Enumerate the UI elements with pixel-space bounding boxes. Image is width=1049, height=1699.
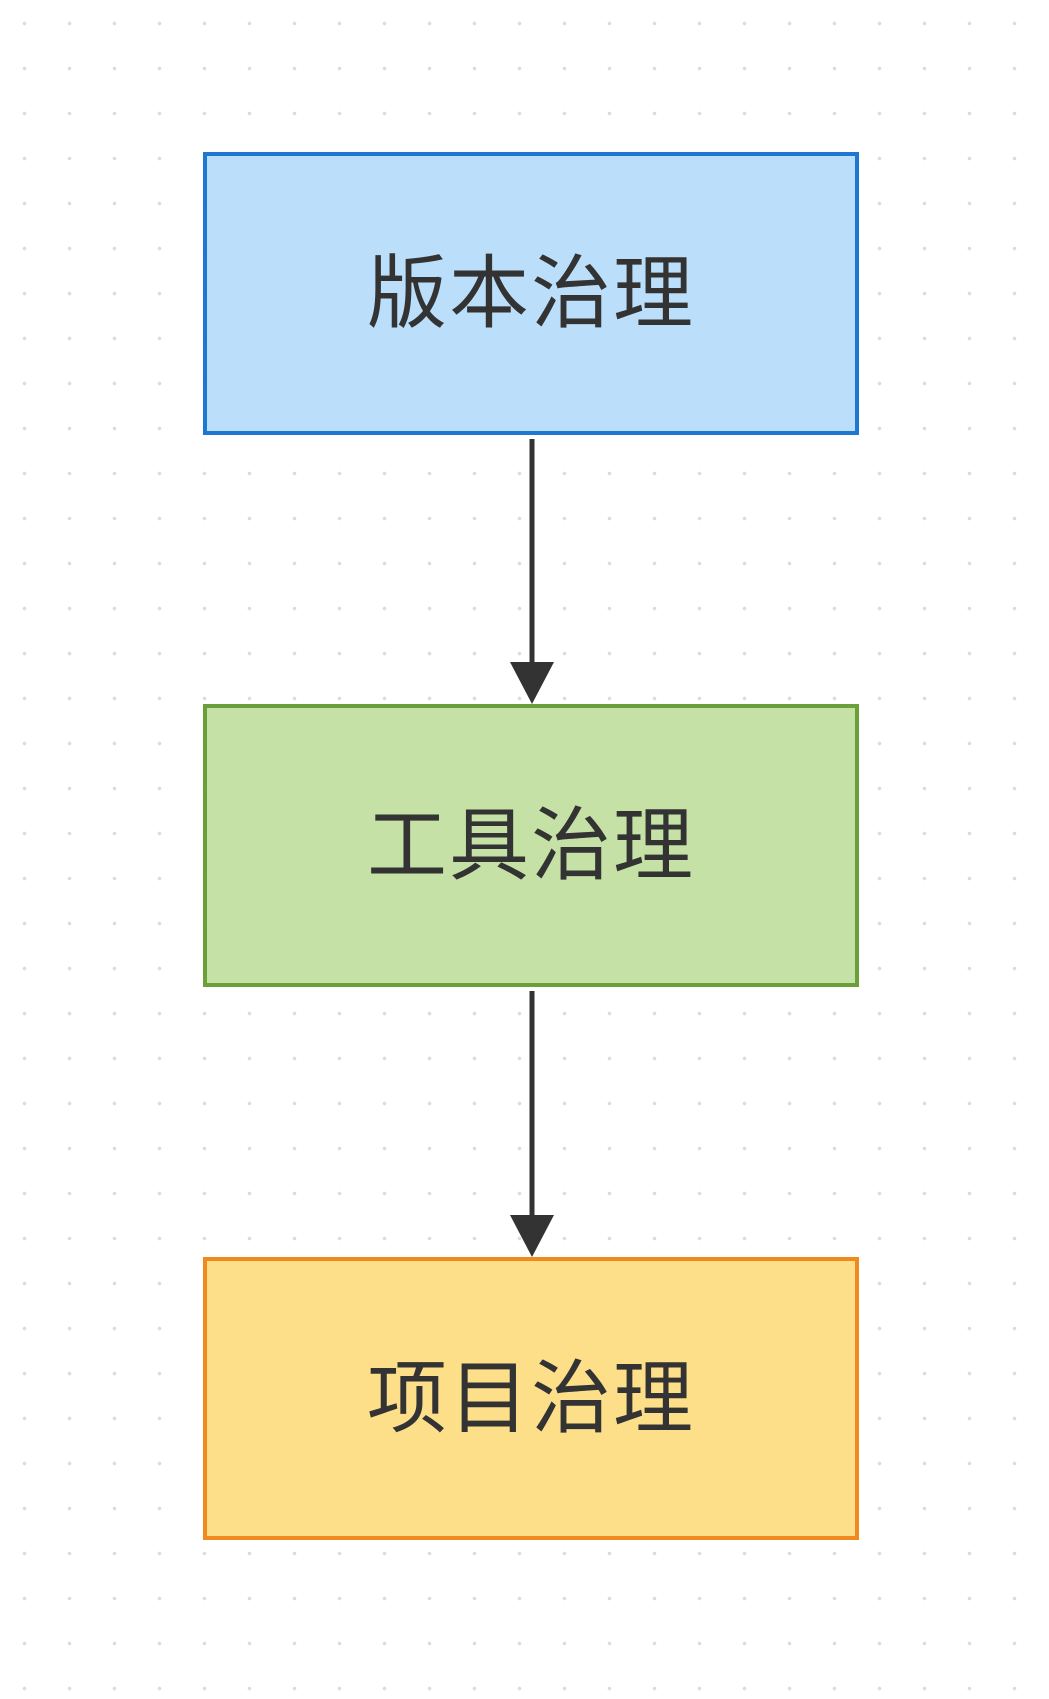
edge-tool-to-project (510, 991, 554, 1257)
node-version-governance-label: 版本治理 (367, 246, 695, 340)
edge-version-to-tool (510, 439, 554, 704)
node-project-governance-label: 项目治理 (367, 1351, 695, 1445)
node-tool-governance: 工具治理 (203, 704, 859, 987)
node-project-governance: 项目治理 (203, 1257, 859, 1540)
edge-tool-to-project-arrowhead (510, 1215, 554, 1257)
node-version-governance: 版本治理 (203, 152, 859, 435)
node-tool-governance-label: 工具治理 (367, 798, 695, 892)
edge-version-to-tool-arrowhead (510, 662, 554, 704)
